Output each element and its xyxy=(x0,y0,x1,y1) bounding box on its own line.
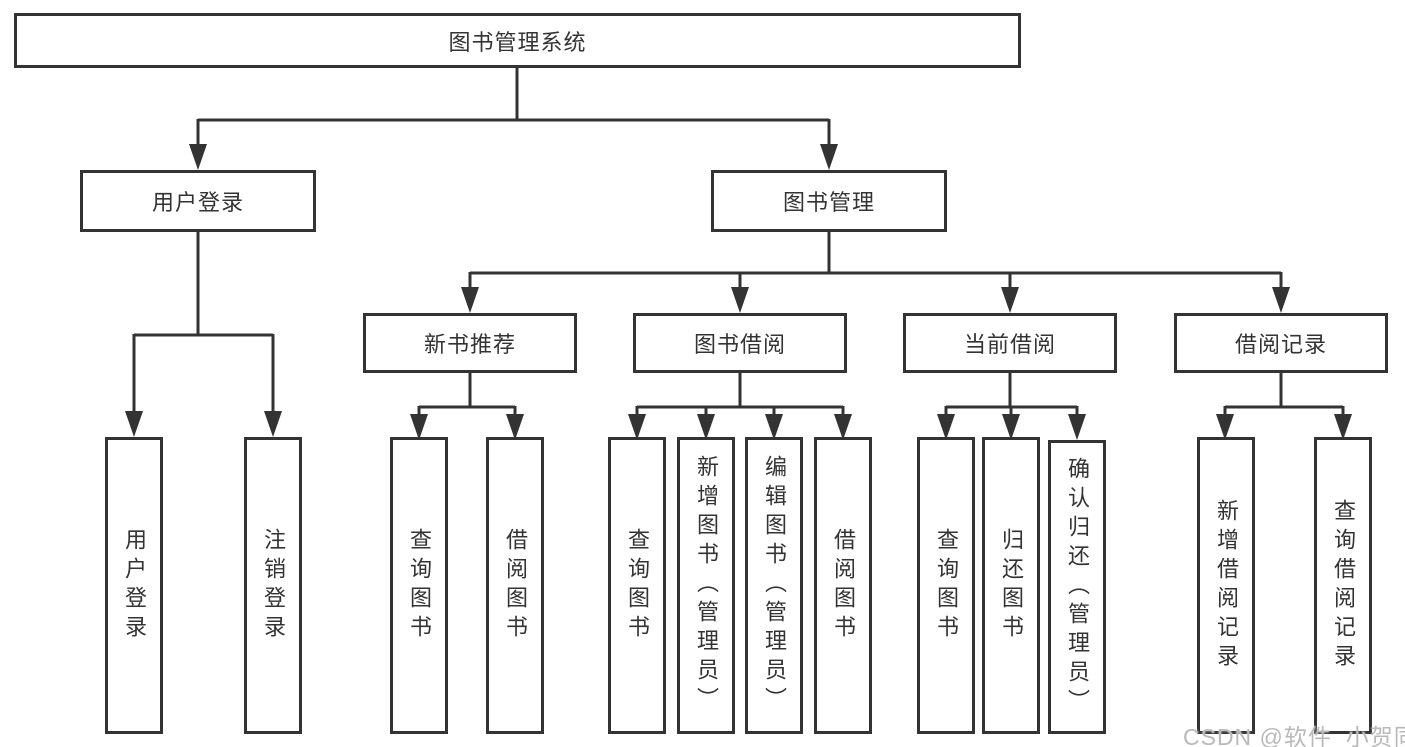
connector-borrow-records-branch xyxy=(1216,373,1352,440)
leaf-search-borrow-record: 查询借阅记录 xyxy=(1314,437,1372,734)
leaf-borrow-book-recommend: 借阅图书 xyxy=(486,437,544,734)
arrowhead-icon xyxy=(1001,287,1019,313)
arrowhead-icon xyxy=(820,144,838,170)
arrowhead-icon xyxy=(937,414,955,440)
arrowhead-icon xyxy=(1334,414,1352,440)
arrowhead-icon xyxy=(461,287,479,313)
arrowhead-icon xyxy=(506,414,524,440)
arrowhead-icon xyxy=(189,144,207,170)
connector-user-login-branch xyxy=(125,232,282,437)
leaf-return-book: 归还图书 xyxy=(982,437,1040,734)
node-root: 图书管理系统 xyxy=(14,13,1021,68)
node-borrow-records: 借阅记录 xyxy=(1174,313,1388,373)
connector-current-borrow-branch xyxy=(937,373,1086,440)
arrowhead-icon xyxy=(264,411,282,437)
leaf-search-book-current: 查询图书 xyxy=(917,437,975,734)
connector-root-to-level2 xyxy=(189,68,838,170)
connector-new-book-recommend-branch xyxy=(410,373,524,440)
connector-book-borrow-branch xyxy=(628,373,852,440)
arrowhead-icon xyxy=(1272,287,1290,313)
arrowhead-icon xyxy=(628,414,646,440)
leaf-search-book-recommend: 查询图书 xyxy=(390,437,448,734)
leaf-user-login: 用户登录 xyxy=(105,437,163,734)
leaf-search-book-borrow: 查询图书 xyxy=(608,437,666,734)
arrowhead-icon xyxy=(1068,414,1086,440)
leaf-add-book-admin: 新增图书（管理员） xyxy=(677,437,735,734)
csdn-watermark: CSDN @软件_小贺同学 xyxy=(1183,724,1405,747)
node-user-login: 用户登录 xyxy=(80,170,316,232)
leaf-logout: 注销登录 xyxy=(244,437,302,734)
node-book-borrow: 图书借阅 xyxy=(633,313,847,373)
arrowhead-icon xyxy=(1216,414,1234,440)
leaf-borrow-book: 借阅图书 xyxy=(814,437,872,734)
arrowhead-icon xyxy=(410,414,428,440)
leaf-add-borrow-record: 新增借阅记录 xyxy=(1197,437,1255,734)
connector-book-management-branch xyxy=(461,232,1290,313)
node-new-book-recommend: 新书推荐 xyxy=(363,313,577,373)
arrowhead-icon xyxy=(834,414,852,440)
node-book-management: 图书管理 xyxy=(711,170,947,232)
arrowhead-icon xyxy=(697,414,715,440)
arrowhead-icon xyxy=(1002,414,1020,440)
leaf-confirm-return-admin: 确认归还（管理员） xyxy=(1048,440,1106,734)
leaf-edit-book-admin: 编辑图书（管理员） xyxy=(745,437,803,734)
arrowhead-icon xyxy=(731,287,749,313)
arrowhead-icon xyxy=(765,414,783,440)
arrowhead-icon xyxy=(125,411,143,437)
node-current-borrow: 当前借阅 xyxy=(903,313,1117,373)
